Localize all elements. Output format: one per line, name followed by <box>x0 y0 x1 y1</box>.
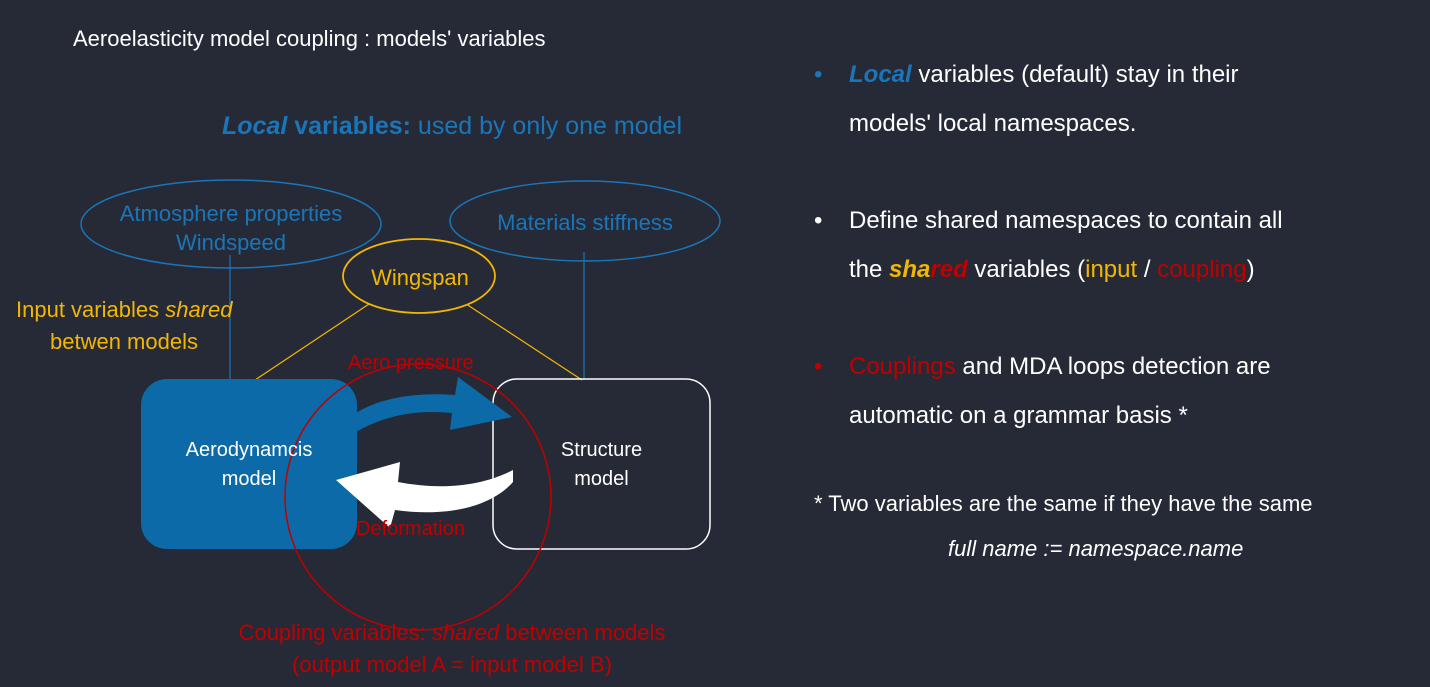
bullet-dot: • <box>814 207 823 234</box>
bullet-shared-red: red <box>930 256 968 283</box>
local-word: Local <box>222 112 288 140</box>
atmosphere-line2: Windspeed <box>175 230 287 255</box>
aerodynamics-model-label: Aerodynamcis model <box>141 436 357 494</box>
coupling-circle <box>284 363 552 631</box>
bullet-shared-end: ) <box>1246 256 1255 283</box>
input-shared-word: shared <box>165 297 233 322</box>
structure-model-line2: model <box>574 468 629 490</box>
bullet-shared-prefix: the <box>849 256 890 283</box>
wingspan-aero-connector <box>254 299 376 381</box>
input-line2: betwen models <box>50 329 198 354</box>
deformation-arrow <box>336 462 513 528</box>
aero-model-line2: model <box>221 468 277 490</box>
bullet-local-line1: variables (default) stay in their <box>911 61 1239 88</box>
bullet-dot: • <box>814 61 823 88</box>
bullet-local-word: Local <box>849 61 912 88</box>
input-shared-label: Input variables shared betwen models <box>16 294 232 358</box>
bullet-couplings-line2: automatic on a grammar basis * <box>849 402 1188 429</box>
materials-label: Materials stiffness <box>497 210 673 235</box>
atmosphere-label: Atmosphere properties Windspeed <box>81 199 381 257</box>
bullet-local-line2: models' local namespaces. <box>849 110 1137 137</box>
coupling-line1-suffix: between models <box>499 620 666 645</box>
coupling-shared-word: shared <box>431 620 500 645</box>
coupling-diagram <box>80 179 721 631</box>
deformation-label: Deformation <box>356 518 465 540</box>
wingspan-structure-connector <box>459 299 583 381</box>
bullet-shared-input: input <box>1085 256 1138 283</box>
coupling-line1-prefix: Coupling variables: <box>238 620 432 645</box>
structure-model-box[interactable] <box>492 378 711 550</box>
bullet-shared-sha: sha <box>889 256 931 283</box>
aero-pressure-arrow <box>356 377 512 432</box>
wingspan-ellipse[interactable] <box>342 238 496 314</box>
structure-model-label: Structure model <box>493 436 710 494</box>
wingspan-label: Wingspan <box>371 265 469 290</box>
input-line1-prefix: Input variables <box>16 297 166 322</box>
bullet-shared-line1: Define shared namespaces to contain all <box>849 207 1283 234</box>
atmosphere-ellipse[interactable] <box>80 179 382 269</box>
slide-title: Aeroelasticity model coupling : models' … <box>73 26 546 51</box>
atmosphere-line1: Atmosphere properties <box>119 201 343 226</box>
bullet-shared-slash: / <box>1137 256 1158 283</box>
coupling-shared-label: Coupling variables: shared between model… <box>217 617 687 681</box>
aero-model-line1: Aerodynamcis <box>185 439 313 461</box>
bullet-shared-coupling: coupling <box>1157 256 1247 283</box>
footnote-full-name: full name := namespace.name <box>948 536 1244 561</box>
aero-pressure-label: Aero pressure <box>348 352 474 374</box>
bullet-dot: • <box>814 353 823 380</box>
structure-model-line1: Structure <box>560 439 643 461</box>
aerodynamics-model-box[interactable] <box>141 379 357 549</box>
footnote: * Two variables are the same if they hav… <box>814 491 1313 516</box>
bullet-shared-mid: variables ( <box>967 256 1086 283</box>
variables-word: variables: <box>287 112 411 140</box>
bullet-couplings-word: Couplings <box>849 353 956 380</box>
coupling-line2: (output model A = input model B) <box>292 652 612 677</box>
local-variables-heading: Local variables: used by only one model <box>222 112 682 141</box>
bullet-couplings-line1: and MDA loops detection are <box>955 353 1271 380</box>
materials-ellipse[interactable] <box>449 180 721 262</box>
local-description: used by only one model <box>410 112 682 140</box>
